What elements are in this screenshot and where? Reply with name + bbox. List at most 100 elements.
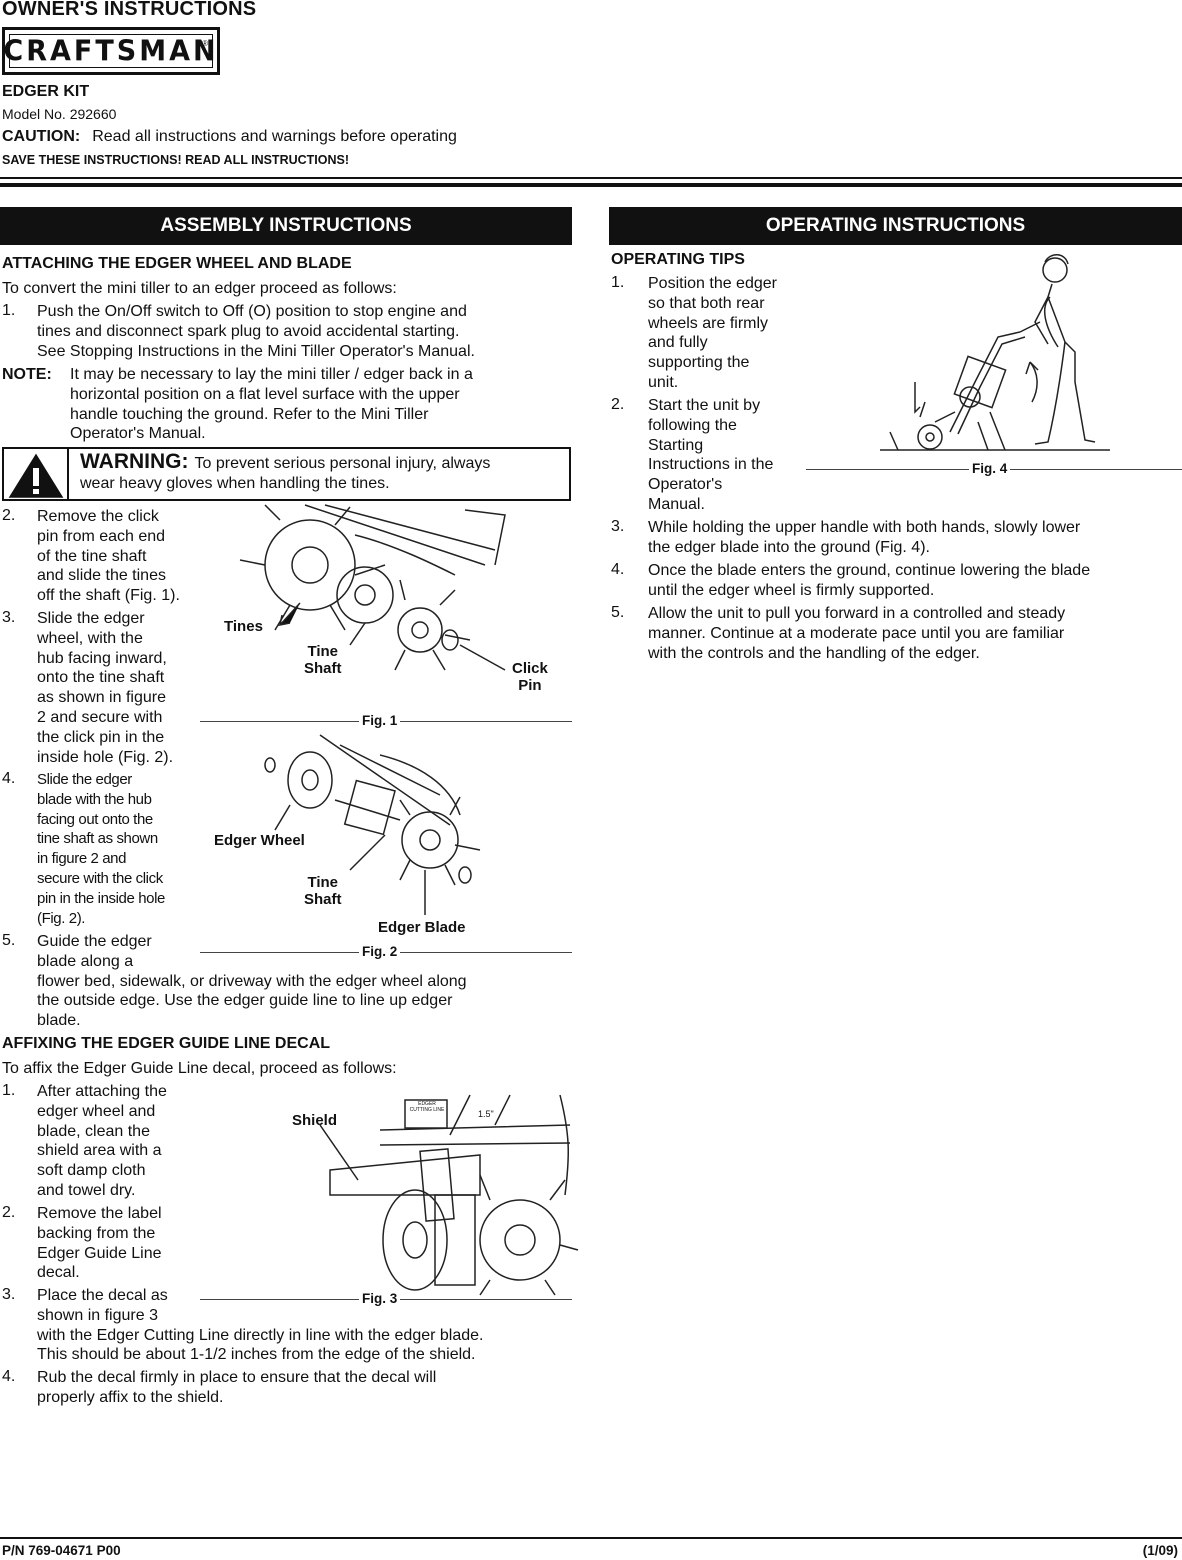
- caution-line: CAUTION: Read all instructions and warnin…: [2, 128, 457, 146]
- operating-heading: OPERATING TIPS: [611, 251, 745, 268]
- decal-intro: To affix the Edger Guide Line decal, pro…: [2, 1060, 397, 1077]
- step-4-text: Slide the edger blade with the hub facin…: [37, 770, 165, 928]
- step-number: 5.: [2, 932, 16, 949]
- step-number: 4.: [2, 770, 16, 787]
- text-line: supporting the: [648, 354, 750, 372]
- text-line: This should be about 1-1/2 inches from t…: [37, 1346, 476, 1364]
- text-line: tine shaft as shown: [37, 830, 158, 848]
- product-name: EDGER KIT: [2, 83, 90, 100]
- text-line: Pin: [518, 677, 542, 694]
- step-1-text: Push the On/Off switch to Off (O) positi…: [37, 302, 475, 361]
- step-number: 3.: [2, 1286, 16, 1303]
- text-line: secure with the click: [37, 869, 163, 887]
- text-line: Place the decal as: [37, 1287, 168, 1304]
- text-line: wheels are firmly: [648, 314, 769, 332]
- caution-text: Read all instructions and warnings befor…: [92, 128, 457, 145]
- step-number: 2.: [611, 396, 625, 413]
- step-number: 4.: [2, 1368, 16, 1385]
- text-line: Edger Guide Line: [37, 1244, 162, 1262]
- text-line: 2 and secure with: [37, 708, 163, 726]
- text-line: Start the unit by: [648, 397, 761, 414]
- text-line: backing from the: [37, 1224, 156, 1242]
- text-line: shield area with a: [37, 1142, 162, 1160]
- text-line: facing out onto the: [37, 810, 153, 828]
- text-line: To prevent serious personal injury, alwa…: [194, 455, 491, 472]
- text-line: Tine: [307, 874, 339, 891]
- text-line: horizontal position on a flat level surf…: [70, 385, 460, 403]
- text-line: and slide the tines: [37, 567, 166, 585]
- decal-measure: 1.5": [478, 1109, 494, 1119]
- model-number: Model No. 292660: [2, 106, 117, 122]
- text-line: wear heavy gloves when handling the tine…: [80, 474, 390, 492]
- text-line: Remove the click: [37, 508, 159, 525]
- text-line: wheel, with the: [37, 629, 143, 647]
- warning-triangle-icon: [8, 453, 64, 498]
- text-line: as shown in figure: [37, 689, 166, 707]
- fig2-label: Fig. 2: [359, 944, 401, 959]
- note-text: It may be necessary to lay the mini till…: [70, 365, 473, 444]
- attach-heading: ATTACHING THE EDGER WHEEL AND BLADE: [2, 255, 352, 272]
- text-line: shown in figure 3: [37, 1306, 158, 1324]
- text-line: soft damp cloth: [37, 1162, 146, 1180]
- caution-label: CAUTION:: [2, 128, 81, 145]
- save-notice: SAVE THESE INSTRUCTIONS! READ ALL INSTRU…: [2, 153, 350, 167]
- text-line: See Stopping Instructions in the Mini Ti…: [37, 342, 475, 360]
- warning-text: WARNING:To prevent serious personal inju…: [80, 451, 560, 494]
- text-line: following the: [648, 416, 737, 434]
- text-line: properly affix to the shield.: [37, 1388, 224, 1406]
- text-line: blade along a: [37, 952, 134, 970]
- text-line: Guide the edger: [37, 933, 152, 950]
- text-line: Push the On/Off switch to Off (O) positi…: [37, 303, 467, 320]
- op-step-4-text: Once the blade enters the ground, contin…: [648, 561, 1090, 601]
- fig2-edger-wheel-illustration: [264, 734, 481, 915]
- text-line: blade, clean the: [37, 1122, 150, 1140]
- callout-tines: Tines: [224, 618, 263, 635]
- text-line: tines and disconnect spark plug to avoid…: [37, 322, 460, 340]
- header-rule-thick: [0, 183, 1182, 187]
- fig4-label: Fig. 4: [969, 461, 1011, 476]
- fig1-tines-illustration: [239, 504, 506, 671]
- callout-shield: Shield: [292, 1112, 338, 1129]
- assembly-banner: ASSEMBLY INSTRUCTIONS: [0, 207, 572, 245]
- text-line: in figure 2 and: [37, 850, 127, 868]
- text-line: pin from each end: [37, 527, 166, 545]
- text-line: While holding the upper handle with both…: [648, 519, 1081, 536]
- text-line: Shaft: [304, 660, 342, 677]
- text-line: Tine: [307, 643, 339, 660]
- header-rule: [0, 177, 1182, 179]
- text-line: Allow the unit to pull you forward in a …: [648, 605, 1066, 622]
- text-line: Starting: [648, 436, 704, 454]
- text-line: Click: [512, 660, 548, 677]
- fig1-label: Fig. 1: [359, 713, 401, 728]
- text-line: blade with the hub: [37, 790, 152, 808]
- fig3-shield-decal-illustration: [319, 1094, 579, 1296]
- text-line: off the shaft (Fig. 1).: [37, 587, 180, 605]
- step-number: 3.: [2, 609, 16, 626]
- part-number: P/N 769-04671 P00: [2, 1543, 121, 1558]
- text-line: with the Edger Cutting Line directly in …: [37, 1326, 484, 1344]
- step-number: 5.: [611, 604, 625, 621]
- step-number: 1.: [611, 274, 625, 291]
- text-line: Operator's: [648, 476, 723, 494]
- fig3-label: Fig. 3: [359, 1291, 401, 1306]
- text-line: inside hole (Fig. 2).: [37, 748, 174, 766]
- text-line: the outside edge. Use the edger guide li…: [37, 992, 453, 1010]
- text-line: the edger blade into the ground (Fig. 4)…: [648, 538, 930, 556]
- step-5-text: Guide the edger blade along a flower bed…: [37, 932, 467, 1031]
- step-2-text: Remove the click pin from each end of th…: [37, 507, 180, 606]
- text-line: hub facing inward,: [37, 649, 167, 667]
- text-line: so that both rear: [648, 294, 765, 312]
- text-line: blade.: [37, 1012, 81, 1030]
- print-date: (1/09): [1142, 1543, 1178, 1558]
- text-line: flower bed, sidewalk, or driveway with t…: [37, 972, 467, 990]
- craftsman-logo: CRAFTSMAN®: [2, 27, 220, 75]
- op-step-3-text: While holding the upper handle with both…: [648, 518, 1080, 558]
- step-number: 2.: [2, 1204, 16, 1221]
- text-line: Shaft: [304, 891, 342, 908]
- text-line: Remove the label: [37, 1205, 162, 1222]
- text-line: and fully: [648, 334, 708, 352]
- warning-box: WARNING:To prevent serious personal inju…: [2, 447, 571, 501]
- op-step-1-text: Position the edger so that both rear whe…: [648, 274, 777, 393]
